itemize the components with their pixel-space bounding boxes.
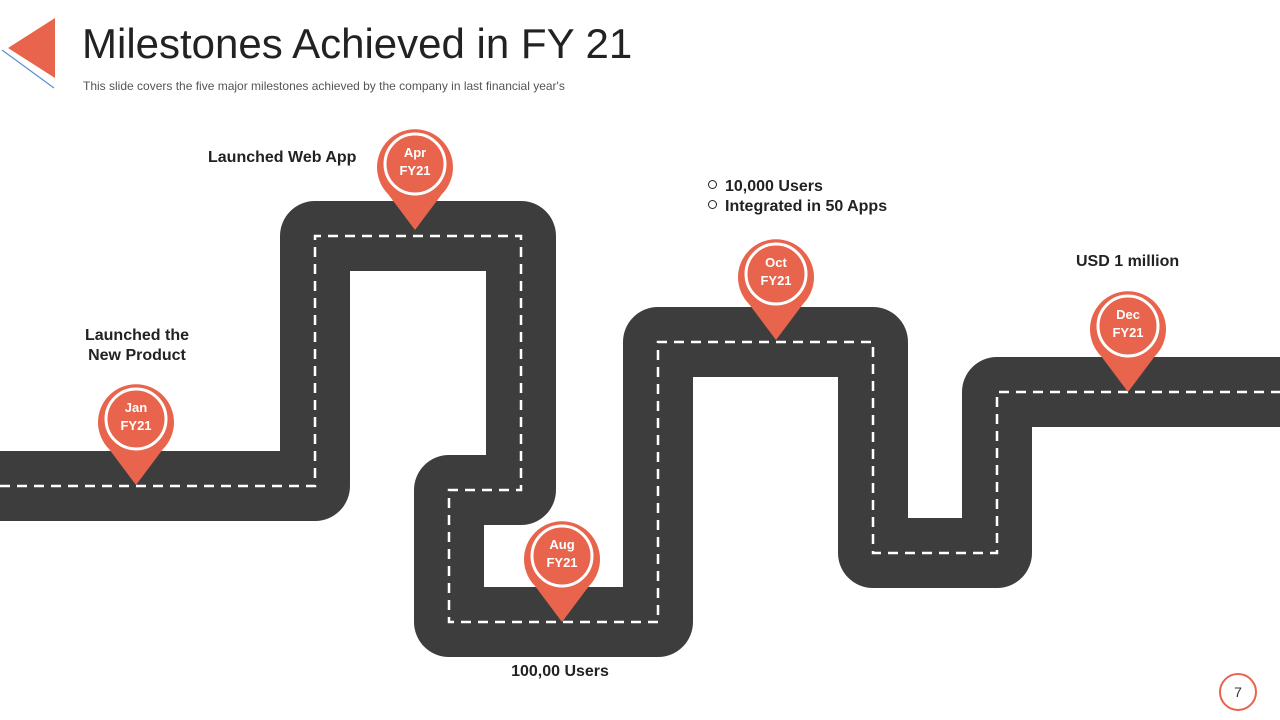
page-title: Milestones Achieved in FY 21 xyxy=(82,20,633,67)
corner-arrow-icon xyxy=(1,18,55,89)
road xyxy=(0,201,1280,657)
pin-month: Jan xyxy=(125,400,147,415)
pin-month: Oct xyxy=(765,255,787,270)
pin-month: Dec xyxy=(1116,307,1140,322)
pin-year: FY21 xyxy=(760,273,791,288)
milestone-pin-oct: Oct FY21 xyxy=(738,239,814,340)
page-subtitle: This slide covers the five major milesto… xyxy=(83,79,565,93)
page-number: 7 xyxy=(1219,673,1257,711)
pin-year: FY21 xyxy=(399,163,430,178)
milestone-label-jan: Launched the New Product xyxy=(84,327,189,364)
pin-month: Aug xyxy=(549,537,574,552)
list-item: 10,000 Users xyxy=(708,177,887,197)
milestone-label-oct: 10,000 Users Integrated in 50 Apps xyxy=(708,177,887,217)
bullet-icon xyxy=(708,200,717,209)
milestone-pin-aug: Aug FY21 xyxy=(524,521,600,622)
milestone-label-aug: 100,00 Users xyxy=(511,663,609,680)
pin-year: FY21 xyxy=(546,555,577,570)
list-item: Integrated in 50 Apps xyxy=(708,197,887,217)
milestone-label-apr: Launched Web App xyxy=(208,149,357,166)
pin-year: FY21 xyxy=(1112,325,1143,340)
pin-year: FY21 xyxy=(120,418,151,433)
bullet-icon xyxy=(708,180,717,189)
milestone-pin-dec: Dec FY21 xyxy=(1090,291,1166,392)
milestone-pin-jan: Jan FY21 xyxy=(98,384,174,485)
milestone-label-dec: USD 1 million xyxy=(1076,253,1180,270)
pin-month: Apr xyxy=(404,145,426,160)
milestone-pin-apr: Apr FY21 xyxy=(377,129,453,230)
